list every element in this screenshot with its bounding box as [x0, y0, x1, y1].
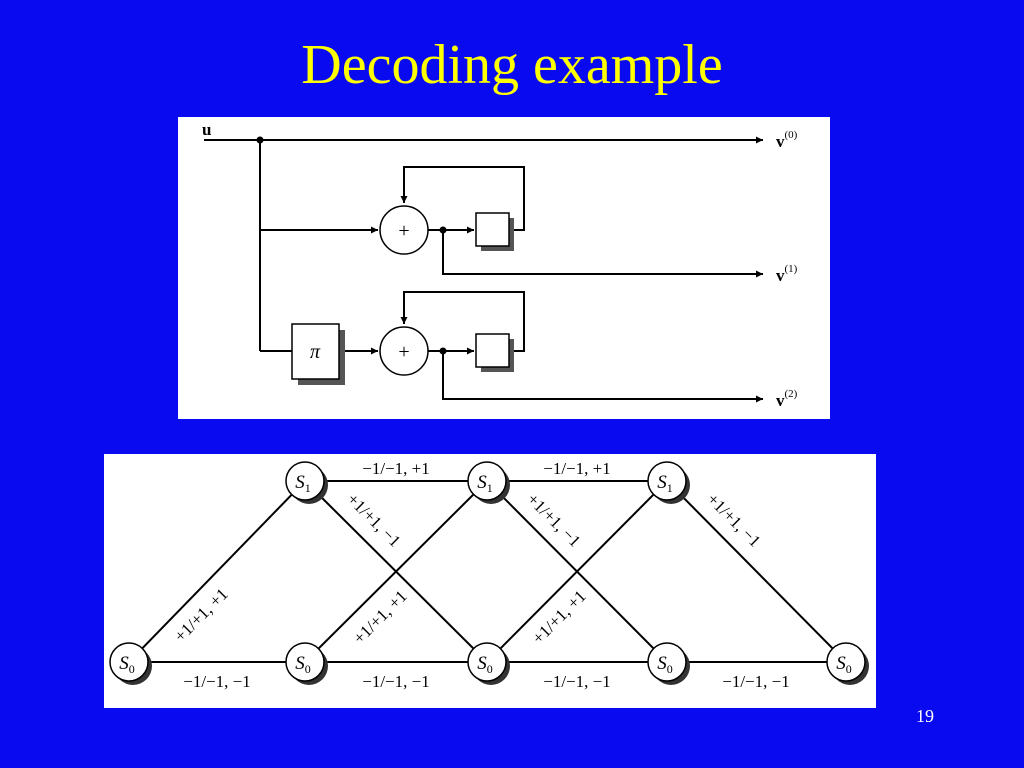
- state-node-s0: S0: [826, 642, 869, 685]
- svg-text:S0: S0: [657, 653, 673, 676]
- svg-text:S1: S1: [477, 472, 493, 495]
- branch-s0-s1: [128, 480, 306, 663]
- label-s0-s1: +1/+1, +1: [171, 585, 232, 646]
- delay-2: [475, 333, 510, 368]
- state-node-s0: S0: [109, 642, 152, 685]
- output-label-2: v(2): [776, 388, 798, 410]
- label-s0-s0: −1/−1, −1: [183, 672, 251, 691]
- label-s0-s0: −1/−1, −1: [722, 672, 790, 691]
- interleaver-symbol: π: [310, 341, 321, 363]
- output-line-2: [442, 351, 763, 403]
- delay-1: [475, 212, 510, 247]
- encoder-svg: u + π + v(0) v(1): [202, 120, 798, 410]
- interleaver-box: [291, 323, 340, 380]
- label-s1-s0: +1/+1, −1: [703, 490, 764, 551]
- state-node-s0: S0: [467, 642, 510, 685]
- label-s0-s0: −1/−1, −1: [543, 672, 611, 691]
- label-s1-s0: +1/+1, −1: [523, 490, 584, 551]
- adder-1-symbol: +: [398, 220, 409, 242]
- branch-s1-s0: [486, 480, 668, 663]
- encoder-diagram: u + π + v(0) v(1): [178, 117, 830, 419]
- state-node-s1: S1: [467, 461, 510, 504]
- svg-text:S1: S1: [295, 472, 311, 495]
- branch-s1-s0: [304, 480, 488, 663]
- label-s0-s1: +1/+1, +1: [529, 587, 590, 648]
- adder-2-symbol: +: [398, 341, 409, 363]
- state-node-s0: S0: [285, 642, 328, 685]
- label-s1-s1: −1/−1, +1: [362, 459, 430, 478]
- trellis-diagram: −1/−1, +1 −1/−1, +1 −1/−1, −1 −1/−1, −1 …: [104, 454, 876, 708]
- svg-text:S1: S1: [657, 472, 673, 495]
- feedback-loop-1: [400, 166, 525, 231]
- branch-s1-s0: [666, 480, 847, 663]
- label-s0-s0: −1/−1, −1: [362, 672, 430, 691]
- svg-text:S0: S0: [836, 653, 852, 676]
- state-node-s1: S1: [285, 461, 328, 504]
- feedback-loop-2: [400, 291, 525, 352]
- output-label-0: v(0): [776, 129, 798, 151]
- state-node-s1: S1: [647, 461, 690, 504]
- label-s1-s1: −1/−1, +1: [543, 459, 611, 478]
- page-number: 19: [916, 706, 934, 726]
- label-s1-s0: +1/+1, −1: [343, 490, 404, 551]
- page-title: Decoding example: [301, 34, 723, 96]
- label-s0-s1: +1/+1, +1: [350, 587, 411, 648]
- output-label-1: v(1): [776, 263, 798, 285]
- svg-text:S0: S0: [477, 653, 493, 676]
- svg-text:S0: S0: [119, 653, 135, 676]
- output-line-1: [442, 230, 763, 278]
- state-node-s0: S0: [647, 642, 690, 685]
- trellis-svg: −1/−1, +1 −1/−1, +1 −1/−1, −1 −1/−1, −1 …: [109, 459, 869, 691]
- svg-text:S0: S0: [295, 653, 311, 676]
- input-label-u: u: [202, 120, 211, 139]
